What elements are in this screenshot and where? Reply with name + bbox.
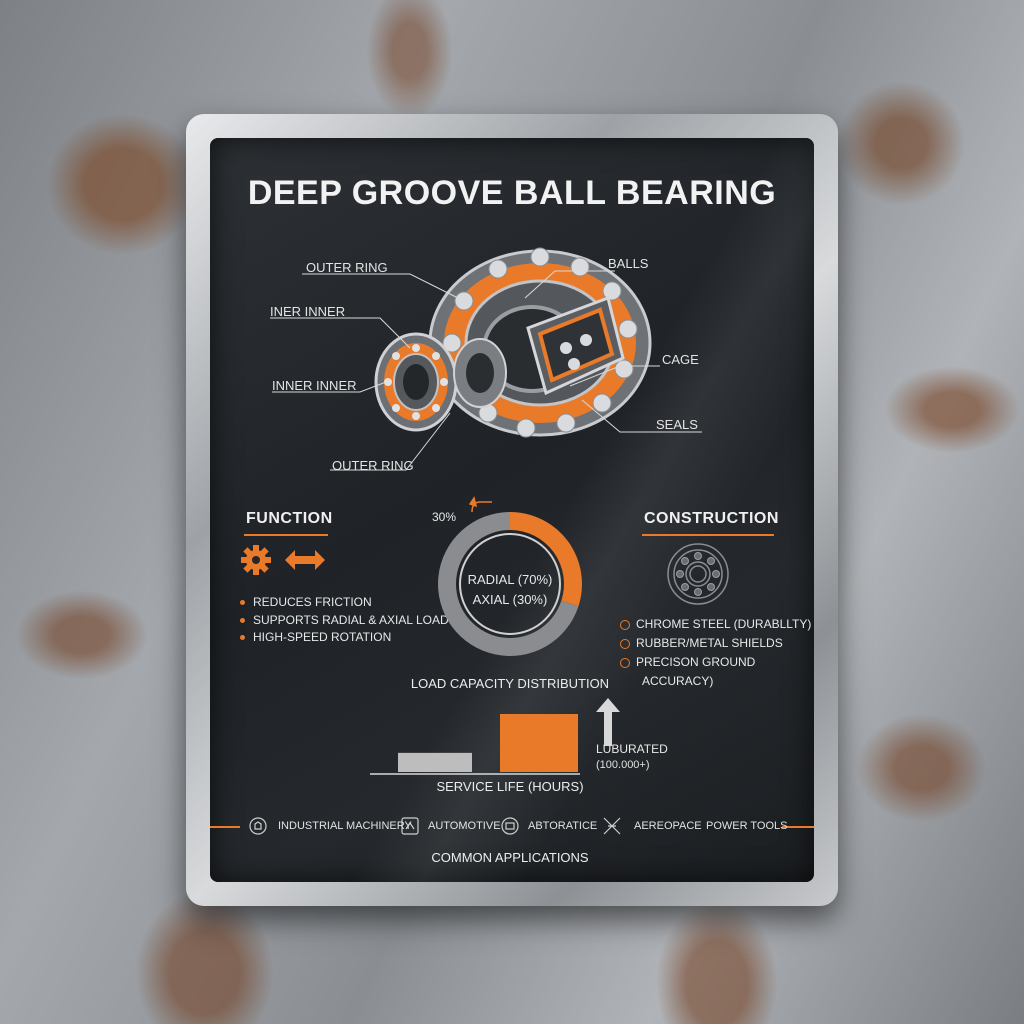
- plane-icon: [603, 817, 621, 835]
- app-item: AEREOPACE: [634, 820, 702, 832]
- function-item: REDUCES FRICTION: [240, 595, 372, 609]
- car-icon: [401, 817, 419, 835]
- bullet-icon: [620, 657, 630, 668]
- label-cage: CAGE: [662, 352, 699, 367]
- service-life-bar: [398, 752, 472, 772]
- donut-callout: 30%: [432, 510, 457, 524]
- page-title: DEEP GROOVE BALL BEARING: [247, 174, 777, 212]
- service-life-chart: [370, 698, 620, 775]
- donut-title: LOAD CAPACITY DISTRIBUTION: [410, 676, 610, 691]
- bullet-icon: [620, 638, 630, 649]
- construction-item: CHROME STEEL (DURABLLTY): [620, 617, 811, 631]
- label-balls: BALLS: [608, 256, 649, 271]
- construction-item: ACCURACY): [642, 674, 714, 688]
- donut-inner-ring: [459, 533, 561, 635]
- label-seals: SEALS: [656, 417, 698, 432]
- up-arrow-icon: [596, 698, 620, 746]
- callout-arrow-icon: [468, 496, 492, 513]
- gear-app-icon: [501, 817, 519, 835]
- inner-race: [453, 338, 507, 408]
- bullet-icon: [620, 619, 630, 630]
- label-inner-inner-2: INNER INNER: [272, 378, 357, 393]
- service-life-bar: [500, 714, 578, 772]
- applications-heading: COMMON APPLICATIONS: [431, 850, 589, 865]
- donut-slice-axial: [510, 512, 582, 607]
- label-inner-inner-1: INER INNER: [270, 304, 346, 319]
- function-item: HIGH-SPEED ROTATION: [240, 630, 391, 644]
- bar-annotation-line1: LUBURATED: [596, 742, 668, 756]
- label-outer-ring-top: OUTER RING: [306, 260, 388, 275]
- bearing-icon: [667, 543, 729, 605]
- label-outer-ring-bottom: OUTER RING: [332, 458, 414, 473]
- function-item: SUPPORTS RADIAL & AXIAL LOADS: [240, 613, 457, 627]
- factory-icon: [249, 817, 267, 835]
- donut-center-radial: RADIAL (70%): [467, 572, 553, 587]
- app-item: AUTOMOTIVE: [428, 820, 501, 832]
- construction-item: RUBBER/METAL SHIELDS: [620, 636, 783, 650]
- app-item: ABTORATICE: [528, 820, 598, 832]
- construction-heading: CONSTRUCTION: [644, 510, 779, 527]
- app-item: INDUSTRIAL MACHINERY: [278, 820, 412, 832]
- bar-xlabel: SERVICE LIFE (HOURS): [436, 779, 584, 794]
- construction-item: PRECISON GROUND: [620, 655, 755, 669]
- app-item: POWER TOOLS: [706, 820, 788, 832]
- load-donut-chart: [438, 496, 582, 656]
- function-heading: FUNCTION: [246, 510, 333, 527]
- bearing-diagram: [270, 247, 702, 471]
- bar-annotation-line2: (100.000+): [596, 759, 650, 771]
- cage-block: [526, 296, 625, 396]
- sign-panel: DEEP GROOVE BALL BEARING: [210, 138, 814, 882]
- small-bearing: [374, 332, 458, 432]
- donut-center-axial: AXIAL (30%): [472, 592, 548, 607]
